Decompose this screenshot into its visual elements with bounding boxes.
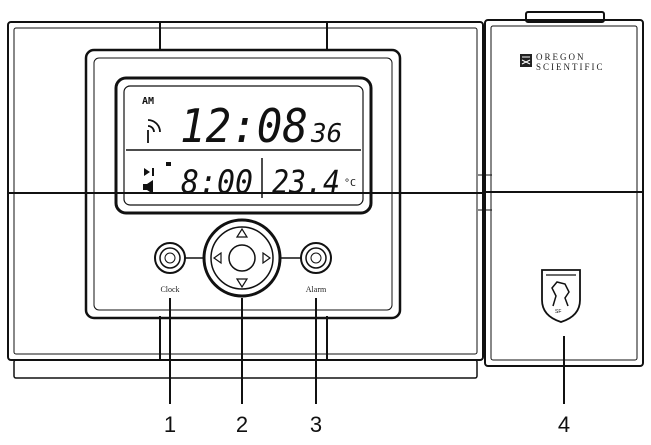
clock-button-label: Clock [160,285,179,294]
svg-text:SF: SF [555,309,561,315]
navigation-pad-icon[interactable] [185,218,302,298]
clock-button[interactable] [154,242,186,274]
am-indicator: AM [142,96,154,107]
callout-number-3: 3 [310,412,322,437]
lcd-outer-frame [114,76,373,215]
brand-name-line2: SCIENTIFIC [536,62,605,72]
callout-lines [169,298,565,404]
main-body-inner [13,27,478,355]
radio-signal-icon [147,119,161,143]
brand-name-line1: OREGON [536,52,586,62]
play-pause-icon [144,168,154,176]
alarm-button-label: Alarm [306,285,327,294]
callout-number-2: 2 [236,412,248,437]
brand-logo-icon [520,54,532,67]
base-stand [13,359,478,379]
alarm-marker-icon [166,162,171,166]
main-body [7,21,484,379]
lcd-inner-frame [123,85,364,206]
horse-emblem-icon: SF [541,269,581,323]
temperature-readout: 23.4 [272,163,340,201]
speaker-icon [143,180,153,194]
seconds-readout: 36 [310,119,342,149]
callout-number-4: 4 [558,412,570,437]
alarm-time: 8:00 [181,163,253,201]
projector-top-lens[interactable] [525,11,605,23]
lcd-screen: AM 12:08 36 8:00 23.4 °C [114,76,373,215]
callout-number-1: 1 [164,412,176,437]
controls: Clock Alarm [154,218,332,298]
alarm-button[interactable] [300,242,332,274]
temperature-unit: °C [344,178,356,189]
main-time: 12:08 [180,99,308,153]
